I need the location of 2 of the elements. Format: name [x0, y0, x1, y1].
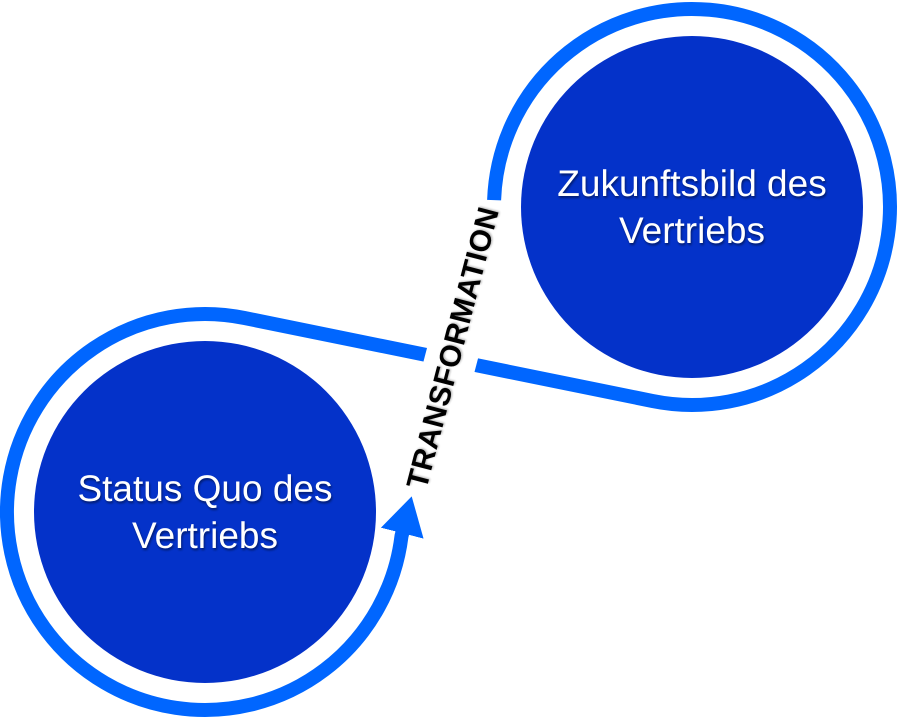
node-label: Zukunftsbild des Vertriebs	[556, 162, 828, 253]
node-label: Status Quo des Vertriebs	[76, 467, 334, 558]
